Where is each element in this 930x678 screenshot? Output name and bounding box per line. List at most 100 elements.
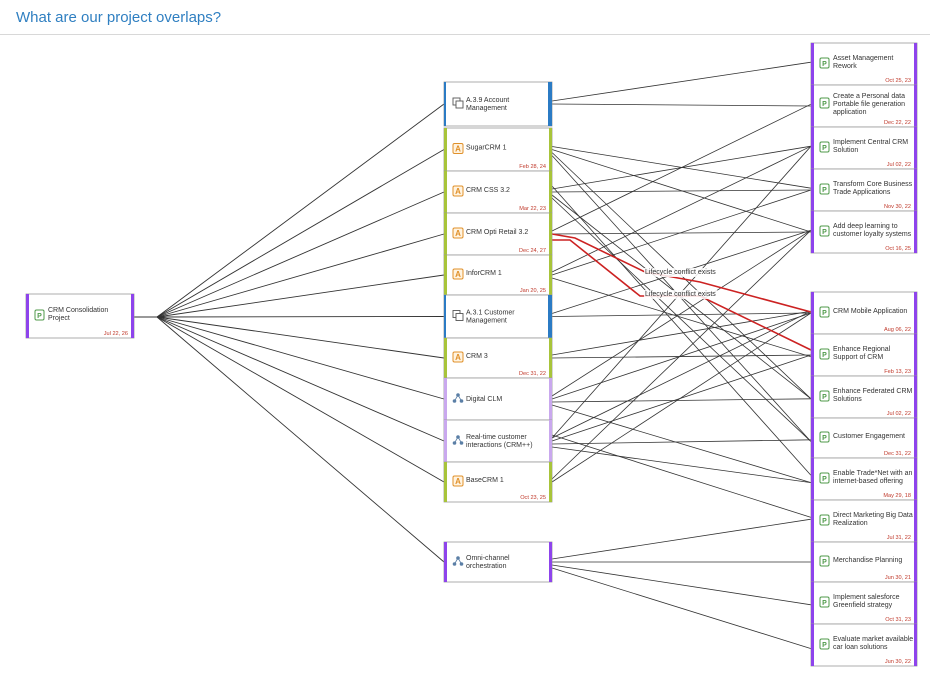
node-dclm[interactable]: Digital CLM bbox=[443, 377, 553, 421]
node-date: Dec 31, 22 bbox=[519, 371, 546, 377]
svg-text:P: P bbox=[822, 559, 827, 566]
node-label: Digital CLM bbox=[466, 396, 502, 403]
node-right-bar bbox=[549, 420, 552, 462]
node-date: Jul 22, 26 bbox=[104, 331, 128, 337]
project-icon: P bbox=[819, 431, 830, 443]
node-left-bar bbox=[444, 542, 447, 582]
node-date: Jun 30, 22 bbox=[885, 659, 911, 665]
node-r10[interactable]: P Enable Trade*Net with aninternet-based … bbox=[810, 457, 918, 501]
node-label: BaseCRM 1 bbox=[466, 477, 504, 484]
node-left-bar bbox=[444, 338, 447, 378]
edge-dclm-r5 bbox=[551, 229, 812, 397]
project-icon: P bbox=[819, 141, 830, 153]
edge-dclm-r6 bbox=[551, 312, 812, 400]
node-label: Asset Management bbox=[833, 55, 893, 62]
node-date: Dec 22, 22 bbox=[884, 120, 911, 126]
page-title: What are our project overlaps? bbox=[16, 9, 222, 26]
svg-text:P: P bbox=[822, 642, 827, 649]
node-left-bar bbox=[811, 334, 814, 376]
node-right-bar bbox=[914, 334, 917, 376]
node-label: Management bbox=[466, 105, 507, 112]
node-label: customer loyalty systems bbox=[833, 231, 912, 238]
edge-root-infor bbox=[156, 274, 445, 318]
node-right-bar bbox=[549, 255, 552, 295]
node-label: internet-based offering bbox=[833, 478, 903, 485]
node-right-bar bbox=[914, 458, 917, 500]
application-icon: A bbox=[452, 185, 464, 197]
edge-rtci-r9 bbox=[551, 439, 812, 445]
node-left-bar bbox=[811, 500, 814, 542]
node-label: Rework bbox=[833, 63, 857, 70]
node-right-bar bbox=[914, 418, 917, 458]
capability-icon bbox=[452, 310, 464, 321]
node-label: Merchandise Planning bbox=[833, 557, 902, 564]
edge-a39-r2 bbox=[551, 103, 812, 107]
node-date: Jun 30, 21 bbox=[885, 575, 911, 581]
node-right-bar bbox=[914, 85, 917, 127]
node-label: CRM Consolidation bbox=[48, 307, 108, 314]
edge-base-r5 bbox=[551, 229, 812, 480]
node-right-bar bbox=[549, 128, 552, 171]
svg-text:P: P bbox=[822, 145, 827, 152]
node-left-bar bbox=[811, 582, 814, 624]
node-date: Aug 06, 22 bbox=[884, 327, 911, 333]
edge-css-r10 bbox=[551, 185, 812, 476]
project-icon: P bbox=[819, 57, 830, 69]
node-date: Jul 02, 22 bbox=[887, 411, 911, 417]
node-label: Support of CRM bbox=[833, 354, 883, 361]
node-left-bar bbox=[444, 82, 446, 126]
node-label: Customer Engagement bbox=[833, 433, 905, 440]
page-header: What are our project overlaps? bbox=[0, 0, 930, 35]
edge-omni-r13 bbox=[551, 564, 812, 606]
node-left-bar bbox=[444, 420, 447, 462]
node-label: Enable Trade*Net with an bbox=[833, 470, 912, 477]
node-left-bar bbox=[811, 169, 814, 211]
edge-root-dclm bbox=[156, 316, 445, 400]
node-right-bar bbox=[914, 500, 917, 542]
capability-icon bbox=[452, 97, 464, 109]
node-label: interactions (CRM++) bbox=[466, 442, 533, 449]
application-icon: A bbox=[452, 143, 464, 154]
project-icon: P bbox=[819, 638, 830, 650]
project-icon: P bbox=[819, 596, 830, 608]
node-label: CRM Opti Retail 3.2 bbox=[466, 229, 528, 236]
process-icon bbox=[452, 556, 464, 566]
edge-root-a39 bbox=[156, 103, 445, 318]
edge-infor-r7 bbox=[551, 277, 812, 358]
node-left-bar bbox=[811, 458, 814, 500]
project-icon: P bbox=[819, 306, 830, 318]
edge-opti-r2 bbox=[551, 103, 812, 232]
node-label: Direct Marketing Big Data bbox=[833, 512, 913, 519]
svg-text:P: P bbox=[822, 476, 827, 483]
edge-dclm-r8 bbox=[551, 398, 812, 403]
edge-root-css bbox=[156, 191, 445, 318]
project-icon: P bbox=[819, 390, 830, 402]
edge-css-r4 bbox=[551, 189, 812, 193]
node-right-bar bbox=[914, 211, 917, 253]
